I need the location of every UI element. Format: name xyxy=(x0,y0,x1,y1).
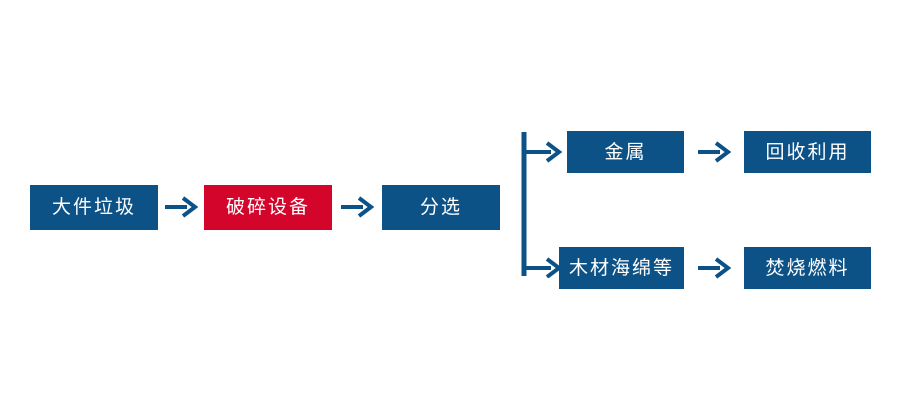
node-wood-sponge-label: 木材海绵等 xyxy=(568,257,674,279)
node-input[interactable]: 大件垃圾 xyxy=(30,185,158,230)
arrow-right-icon-metal-to-recycle xyxy=(697,139,731,165)
node-sorting-label: 分选 xyxy=(419,197,462,218)
node-input-label: 大件垃圾 xyxy=(51,197,136,218)
node-recycle[interactable]: 回收利用 xyxy=(744,131,871,173)
arrow-right-icon-input-to-crusher xyxy=(164,194,198,220)
node-wood-sponge[interactable]: 木材海绵等 xyxy=(559,247,684,289)
node-metal[interactable]: 金属 xyxy=(567,131,684,173)
node-recycle-label: 回收利用 xyxy=(765,141,850,163)
node-crusher[interactable]: 破碎设备 xyxy=(204,185,332,230)
arrow-right-icon-wood-to-fuel xyxy=(697,255,731,281)
node-fuel-label: 焚烧燃料 xyxy=(765,257,850,279)
arrow-right-icon-crusher-to-sorting xyxy=(340,194,374,220)
node-fuel[interactable]: 焚烧燃料 xyxy=(744,247,871,289)
node-sorting[interactable]: 分选 xyxy=(382,185,500,230)
node-metal-label: 金属 xyxy=(604,141,647,163)
node-crusher-label: 破碎设备 xyxy=(225,197,310,218)
